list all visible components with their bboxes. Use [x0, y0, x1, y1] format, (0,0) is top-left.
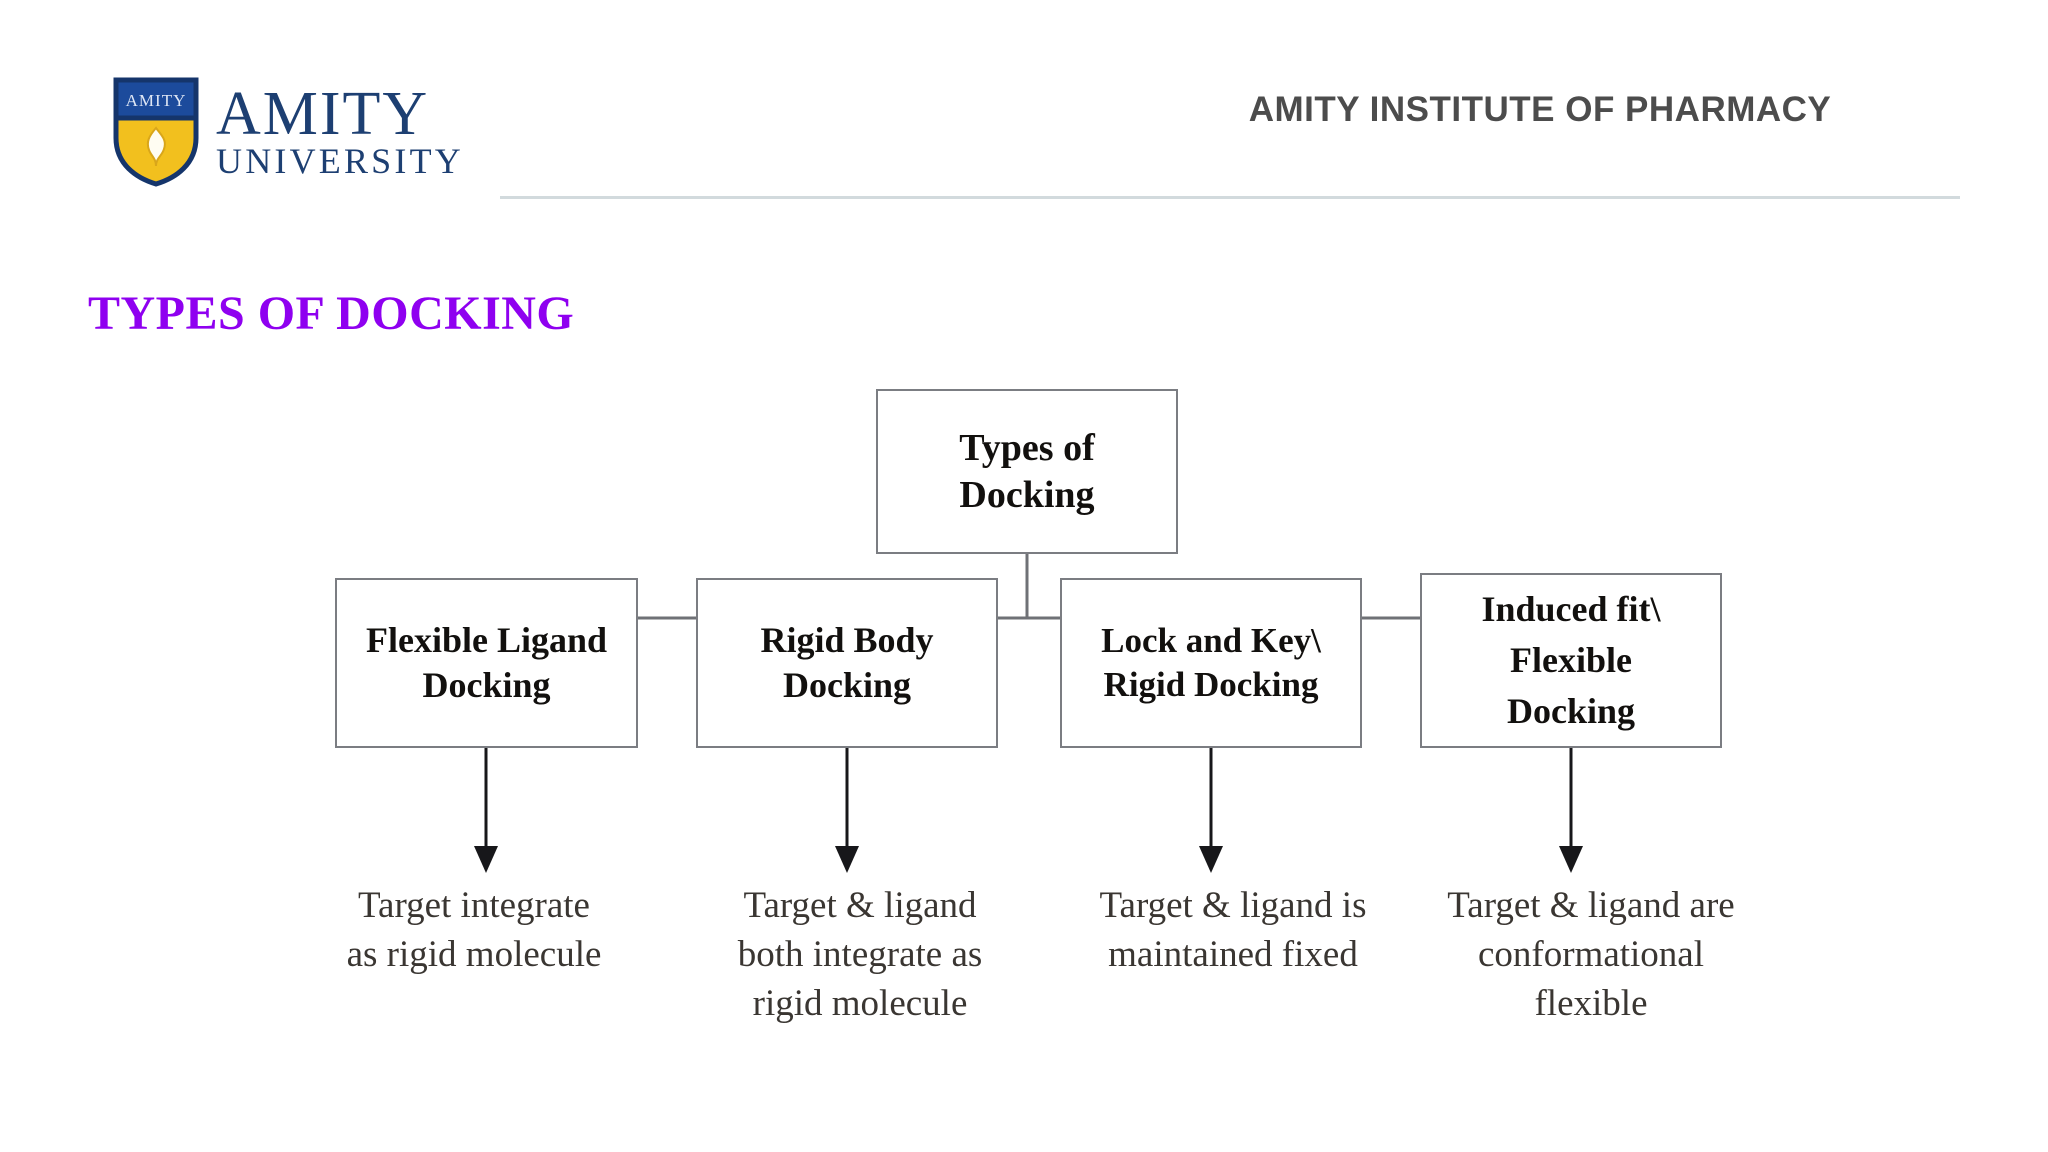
shield-icon: AMITY [112, 76, 200, 188]
leaf-caption-line2: conformational [1477, 933, 1705, 975]
tree-node-line1: Rigid Body [760, 620, 934, 660]
tree-node-induced-fit-flexible-docking[interactable]: Induced fit\ Flexible Docking [1420, 573, 1722, 748]
tree-node-flexible-ligand-docking[interactable]: Flexible Ligand Docking [335, 578, 638, 748]
leaf-caption-line2: maintained fixed [1108, 933, 1358, 975]
leaf-caption: Target & ligand both integrate as rigid … [700, 882, 1020, 1028]
amity-university-logo: AMITY AMITY UNIVERSITY [112, 76, 464, 188]
leaf-caption-line1: Target & ligand [743, 885, 977, 926]
leaf-caption-line1: Target & ligand are [1447, 885, 1735, 926]
tree-node-root-line2: Docking [959, 473, 1095, 516]
header-divider [500, 196, 1960, 199]
leaf-caption-line1: Target & ligand is [1099, 885, 1367, 926]
tree-node-root-line1: Types of [959, 427, 1095, 470]
logo-wordmark-amity: AMITY [216, 79, 430, 148]
tree-node-line2: Flexible [1510, 639, 1632, 680]
slide-header: AMITY AMITY UNIVERSITY AMITY INSTITUTE O… [0, 0, 2048, 215]
types-of-docking-tree-diagram: Types of Docking Flexible Ligand Docking… [0, 360, 2048, 1120]
tree-node-line1: Flexible Ligand [365, 620, 608, 660]
tree-node-line3: Docking [1506, 691, 1636, 732]
leaf-caption-line3: rigid molecule [752, 982, 968, 1024]
institute-title: AMITY INSTITUTE OF PHARMACY [1248, 90, 1832, 129]
leaf-caption: Target integrate as rigid molecule [306, 882, 642, 980]
svg-text:AMITY: AMITY [126, 91, 187, 110]
tree-node-lock-and-key-rigid-docking[interactable]: Lock and Key\ Rigid Docking [1060, 578, 1362, 748]
logo-wordmark-university: UNIVERSITY [216, 140, 464, 181]
tree-node-root[interactable]: Types of Docking [876, 389, 1178, 554]
tree-node-line2: Docking [422, 665, 551, 705]
tree-node-line2: Docking [782, 665, 912, 705]
page-title: TYPES OF DOCKING [88, 287, 575, 340]
tree-node-line1: Lock and Key\ [1101, 621, 1321, 661]
leaf-caption: Target & ligand are conformational flexi… [1418, 882, 1764, 1028]
tree-node-line2: Rigid Docking [1103, 665, 1319, 704]
leaf-caption-line2: both integrate as [737, 933, 983, 975]
tree-node-line1: Induced fit\ [1481, 588, 1661, 629]
tree-node-rigid-body-docking[interactable]: Rigid Body Docking [696, 578, 998, 748]
leaf-caption-line1: Target integrate [358, 885, 590, 926]
leaf-caption-line3: flexible [1534, 982, 1648, 1024]
leaf-caption: Target & ligand is maintained fixed [1065, 882, 1401, 980]
logo-wordmark: AMITY UNIVERSITY [216, 79, 464, 181]
leaf-caption-line2: as rigid molecule [346, 933, 602, 975]
